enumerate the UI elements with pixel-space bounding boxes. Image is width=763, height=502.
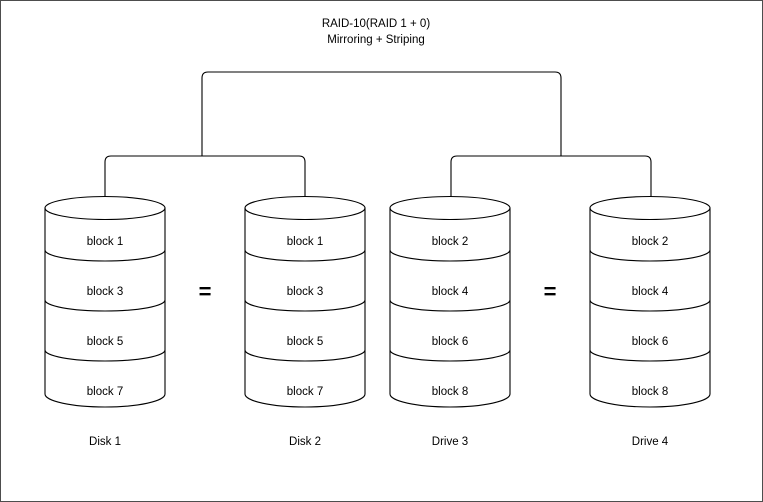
disk-label-drive-4: Drive 4	[632, 436, 669, 448]
drive-4-block-label: block 2	[632, 236, 668, 248]
disk-2-block-label: block 3	[287, 286, 323, 298]
disk-cylinder-drive-4: block 2 block 4 block 6 block 8 Drive 4	[589, 195, 711, 448]
equals-sign-mirror-1: =	[199, 279, 212, 304]
connector-top-bracket	[201, 71, 562, 156]
disk-cylinder-disk-2: block 1 block 3 block 5 block 7 Disk 2	[244, 195, 366, 448]
drive-3-top-ellipse-front	[389, 207, 511, 221]
disk-2-block-label: block 1	[287, 236, 323, 248]
drive-3-block-label: block 8	[432, 386, 468, 398]
drive-4-separator-2	[589, 299, 711, 312]
disk-1-body	[44, 195, 166, 408]
disk-1-separator-2	[44, 299, 166, 312]
disk-cylinder-disk-1: block 1 block 3 block 5 block 7 Disk 1	[44, 195, 166, 448]
disk-1-separator-1	[44, 249, 166, 262]
disk-1-separator-3	[44, 349, 166, 362]
drive-3-block-label: block 6	[432, 336, 468, 348]
disk-label-disk-2: Disk 2	[289, 436, 321, 448]
drive-4-block-label: block 8	[632, 386, 668, 398]
drive-3-block-label: block 4	[432, 286, 469, 298]
disk-label-disk-1: Disk 1	[89, 436, 121, 448]
drive-4-block-label: block 4	[632, 286, 669, 298]
drive-4-separator-3	[589, 349, 711, 362]
disk-2-block-label: block 7	[287, 386, 323, 398]
disk-1-block-label: block 1	[87, 236, 123, 248]
disk-cylinder-drive-3: block 2 block 4 block 6 block 8 Drive 3	[389, 195, 511, 448]
equals-sign-mirror-2: =	[544, 279, 557, 304]
connector-right-bracket	[450, 155, 652, 198]
drive-3-body	[389, 195, 511, 408]
drive-4-body	[589, 195, 711, 408]
drive-3-separator-1	[389, 249, 511, 262]
disk-1-block-label: block 7	[87, 386, 123, 398]
drive-4-top-ellipse-front	[589, 207, 711, 221]
disk-1-block-label: block 3	[87, 286, 123, 298]
disk-2-separator-3	[244, 349, 366, 362]
disk-label-drive-3: Drive 3	[432, 436, 468, 448]
drive-3-separator-3	[389, 349, 511, 362]
connector-left-bracket	[104, 155, 306, 198]
drive-4-separator-1	[589, 249, 711, 262]
disk-2-block-label: block 5	[287, 336, 323, 348]
disk-2-separator-2	[244, 299, 366, 312]
diagram-title-line-2: Mirroring + Striping	[327, 34, 424, 46]
disk-2-top-ellipse-front	[244, 207, 366, 221]
drive-4-block-label: block 6	[632, 336, 668, 348]
drive-3-block-label: block 2	[432, 236, 468, 248]
disk-2-body	[244, 195, 366, 408]
disk-1-top-ellipse-front	[44, 207, 166, 221]
disk-1-block-label: block 5	[87, 336, 123, 348]
diagram-title-line-1: RAID-10(RAID 1 + 0)	[322, 18, 430, 30]
drive-3-separator-2	[389, 299, 511, 312]
disk-2-separator-1	[244, 249, 366, 262]
